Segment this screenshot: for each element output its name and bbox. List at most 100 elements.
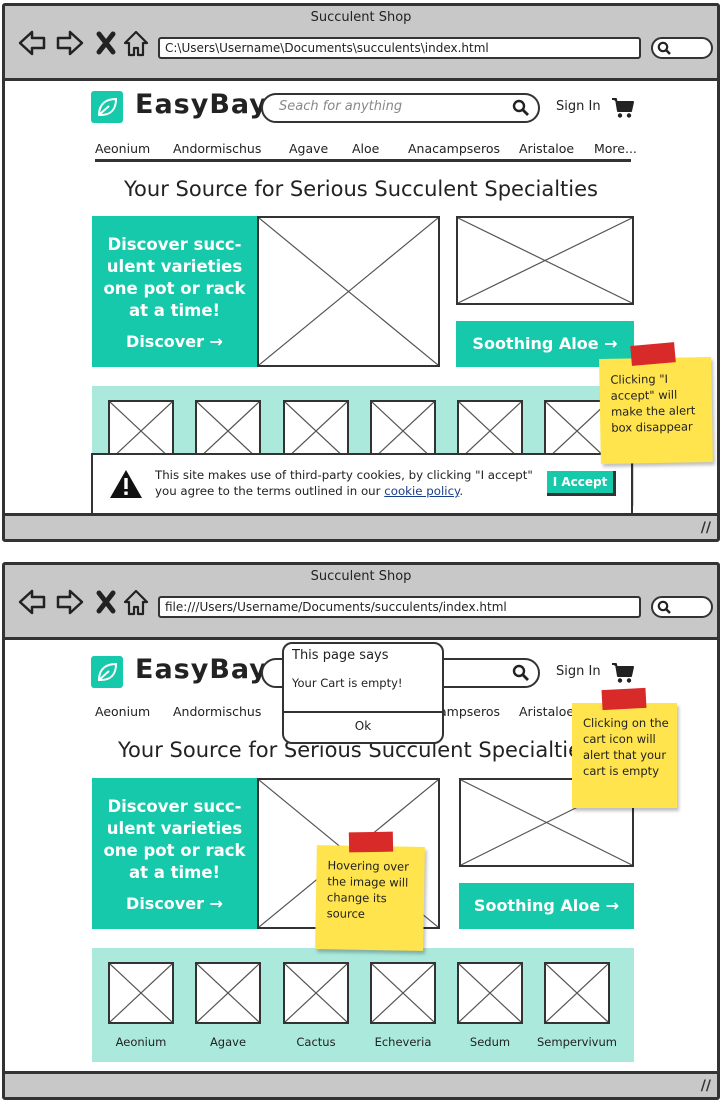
annotation-text: Clicking "I accept" will make the alert … [610,371,696,435]
category-aeonium[interactable]: Aeonium [95,141,151,156]
accept-cookies-button[interactable]: I Accept [547,471,616,496]
search-icon[interactable] [512,664,530,682]
category-more[interactable]: More... [594,141,637,156]
discover-banner[interactable]: Discover succ- ulent varieties one pot o… [92,778,257,929]
browser-window-cookie-state: Succulent Shop C:\Users\Username\Documen… [2,3,720,542]
cookie-policy-link[interactable]: cookie policy [384,484,460,498]
alert-ok-button[interactable]: Ok [354,719,372,733]
tape-icon [348,831,394,853]
category-aristaloe[interactable]: Aristaloe [519,141,575,156]
browser-nav-controls [17,28,152,60]
thumbnail-sedum[interactable] [457,400,523,462]
browser-titlebar: Succulent Shop C:\Users\Username\Documen… [5,6,717,81]
browser-statusbar: // [5,1071,717,1097]
thumbnail-agave[interactable] [195,962,261,1024]
annotation-text: Hovering over the image will change its … [326,858,410,921]
thumbnail-echeveria[interactable] [370,962,436,1024]
category-aristaloe[interactable]: Aristaloe [519,704,575,719]
thumbnail-cactus[interactable] [283,962,349,1024]
home-icon[interactable] [122,28,150,58]
brand-name[interactable]: EasyBay [135,654,268,685]
page-headline: Your Source for Serious Succulent Specia… [124,177,598,201]
annotation-cart-note: Clicking on the cart icon will alert tha… [572,687,677,808]
thumbnail-aeonium[interactable] [108,400,174,462]
leaf-logo-icon[interactable] [91,91,123,123]
cookie-message-text: This site makes use of third-party cooki… [155,468,533,498]
category-thumbnail-strip: Aeonium Agave Cactus Echeveria Sedum Sem… [92,948,634,1062]
thumbnail-label: Cactus [296,1035,336,1049]
thumbnail-label: Sedum [469,1035,511,1049]
address-bar[interactable]: file:///Users/Username/Documents/succule… [158,596,641,618]
sign-in-link[interactable]: Sign In [556,99,601,114]
soothing-aloe-button[interactable]: Soothing Aloe → [459,883,634,929]
thumbnail-agave[interactable] [195,400,261,462]
search-icon [657,41,671,55]
home-icon[interactable] [122,587,150,617]
thumbnail-label: Agave [209,1035,247,1049]
thumbnail-label: Aeonium [115,1035,167,1049]
discover-banner[interactable]: Discover succ- ulent varieties one pot o… [92,216,257,367]
brand-name[interactable]: EasyBay [135,89,268,120]
page-content: EasyBay Sign In Aeonium Andormischus Aga… [5,640,717,1071]
hero-image-placeholder[interactable] [257,216,440,367]
alert-title: This page says [292,648,389,663]
thumbnail-sempervivum[interactable] [544,400,610,462]
category-nav: Aeonium Andormischus Agave Aloe Anacamps… [95,137,637,162]
category-andormischus[interactable]: Andormischus [173,704,262,719]
alert-divider [284,711,442,713]
sign-in-link[interactable]: Sign In [556,664,601,679]
category-agave[interactable]: Agave [289,141,329,156]
window-title: Succulent Shop [310,10,412,25]
tape-icon [630,342,676,366]
category-anacampseros[interactable]: Anacampseros [408,141,501,156]
thumbnail-label: Echeveria [374,1035,432,1049]
browser-statusbar: // [5,513,717,539]
browser-titlebar: Succulent Shop file:///Users/Username/Do… [5,565,717,640]
resize-grip-icon[interactable]: // [700,520,711,536]
discover-banner-text: Discover succ- ulent varieties one pot o… [103,235,246,320]
category-thumbnail-strip [92,386,634,506]
thumbnail-sedum[interactable] [457,962,523,1024]
cart-alert-dialog: This page says Your Cart is empty! Ok [282,642,444,744]
search-icon [657,600,671,614]
back-icon[interactable] [17,587,47,617]
forward-icon[interactable] [55,587,85,617]
cookie-consent-banner: This site makes use of third-party cooki… [91,453,633,513]
alert-message: Your Cart is empty! [292,676,403,690]
search-placeholder: Seach for anything [279,99,403,114]
site-search-input[interactable]: Seach for anything [261,93,540,123]
cookie-message-period: . [459,484,464,498]
leaf-logo-icon[interactable] [91,656,123,688]
aloe-image-placeholder[interactable] [456,216,634,305]
category-andormischus[interactable]: Andormischus [173,141,262,156]
discover-link[interactable]: Discover → [126,332,223,351]
browser-nav-controls [17,587,152,619]
annotation-hover-note: Hovering over the image will change its … [315,831,425,951]
resize-grip-icon[interactable]: // [700,1078,711,1094]
category-aeonium[interactable]: Aeonium [95,704,151,719]
category-aloe[interactable]: Aloe [352,141,380,156]
address-bar[interactable]: C:\Users\Username\Documents\succulents\i… [158,37,641,59]
annotation-text: Clicking on the cart icon will alert tha… [583,716,669,778]
cart-icon[interactable] [611,97,635,119]
browser-window-alert-state: Succulent Shop file:///Users/Username/Do… [2,562,720,1100]
page-content: EasyBay Seach for anything Sign In Aeoni… [5,81,717,513]
cart-icon[interactable] [611,662,635,684]
thumbnail-sempervivum[interactable] [544,962,610,1024]
forward-icon[interactable] [55,28,85,58]
thumbnail-aeonium[interactable] [108,962,174,1024]
discover-banner-text: Discover succ- ulent varieties one pot o… [103,797,246,882]
stop-icon[interactable] [95,587,117,617]
cookie-message: This site makes use of third-party cooki… [155,467,545,499]
annotation-accept-note: Clicking "I accept" will make the alert … [599,342,713,464]
tape-icon [601,687,647,711]
browser-search-box[interactable] [651,37,713,59]
search-icon[interactable] [512,99,530,117]
back-icon[interactable] [17,28,47,58]
window-title: Succulent Shop [310,569,412,584]
thumbnail-echeveria[interactable] [370,400,436,462]
stop-icon[interactable] [95,28,117,58]
warning-icon [110,470,142,498]
discover-link[interactable]: Discover → [126,894,223,913]
browser-search-box[interactable] [651,596,713,618]
